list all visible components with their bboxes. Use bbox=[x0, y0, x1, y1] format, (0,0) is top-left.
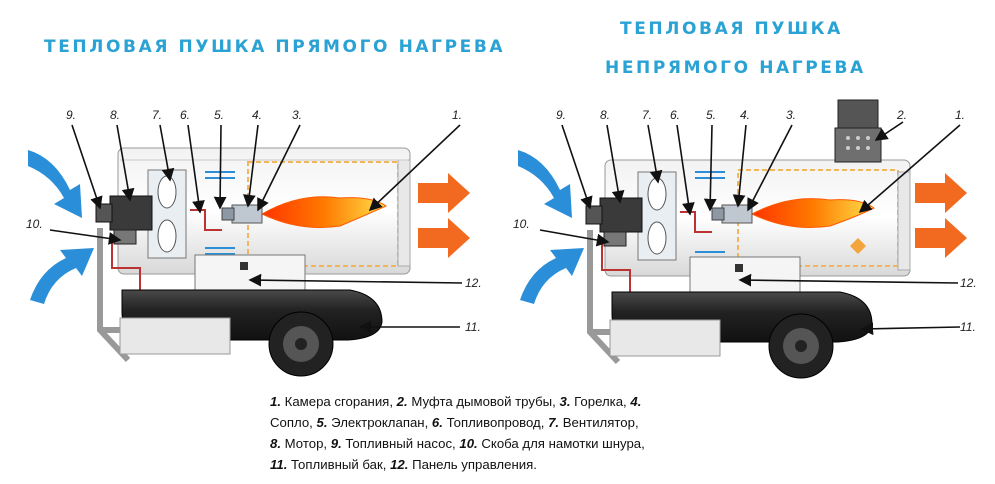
callout-right-11: 11. bbox=[960, 320, 976, 334]
air-intake-arrow bbox=[28, 150, 82, 218]
legend-text: Мотор, bbox=[281, 436, 331, 451]
legend-number: 6. bbox=[431, 415, 443, 430]
legend-text: Топливный насос, bbox=[341, 436, 460, 451]
indirect-heater bbox=[518, 99, 967, 379]
legend-line: Сопло, 5. Электроклапан, 6. Топливопрово… bbox=[270, 412, 730, 433]
hot-air-arrow bbox=[915, 218, 967, 258]
callout-left-4: 4. bbox=[252, 108, 262, 122]
legend-text: Камера сгорания, bbox=[281, 394, 397, 409]
legend-number: 4. bbox=[630, 394, 642, 409]
callout-right-7: 7. bbox=[642, 108, 652, 122]
callout-right-10: 10. bbox=[513, 217, 530, 231]
wheel-icon bbox=[268, 311, 334, 377]
legend-text: Электроклапан, bbox=[327, 415, 432, 430]
callout-right-5: 5. bbox=[706, 108, 716, 122]
legend-number: 9. bbox=[330, 436, 342, 451]
air-intake-arrow bbox=[520, 248, 584, 304]
legend-line: 8. Мотор, 9. Топливный насос, 10. Скоба … bbox=[270, 433, 730, 454]
legend-number: 5. bbox=[316, 415, 328, 430]
callout-right-2: 2. bbox=[896, 108, 907, 122]
legend-text: Вентилятор, bbox=[559, 415, 639, 430]
legend-text: Муфта дымовой трубы, bbox=[407, 394, 560, 409]
callout-left-8: 8. bbox=[110, 108, 120, 122]
legend-number: 8. bbox=[270, 436, 281, 451]
callout-left-6: 6. bbox=[180, 108, 190, 122]
wheel-icon bbox=[768, 313, 834, 379]
legend-text: Панель управления. bbox=[408, 457, 537, 472]
callouts-left: 9. 8. 7. 6. 5. 4. 3. 1. 10. 12. 11. bbox=[26, 108, 482, 334]
title-indirect-heating-line1: ТЕПЛОВАЯ ПУШКА bbox=[620, 19, 843, 39]
callout-left-9: 9. bbox=[66, 108, 76, 122]
air-intake-arrow bbox=[518, 150, 572, 218]
hot-air-arrow bbox=[418, 218, 470, 258]
callout-left-3: 3. bbox=[292, 108, 302, 122]
flame-icon bbox=[260, 196, 388, 228]
legend-text: Горелка, bbox=[570, 394, 631, 409]
hot-air-arrow bbox=[418, 173, 470, 213]
callout-right-4: 4. bbox=[740, 108, 750, 122]
callout-right-8: 8. bbox=[600, 108, 610, 122]
legend: 1. Камера сгорания, 2. Муфта дымовой тру… bbox=[270, 391, 730, 475]
air-intake-arrow bbox=[30, 248, 94, 304]
legend-line: 11. Топливный бак, 12. Панель управления… bbox=[270, 454, 730, 475]
legend-text: Скоба для намотки шнура, bbox=[477, 436, 645, 451]
callout-right-12: 12. bbox=[960, 276, 977, 290]
legend-text: Топливопровод, bbox=[442, 415, 549, 430]
flame-icon bbox=[750, 198, 875, 228]
callouts-right: 9. 8. 7. 6. 5. 4. 3. 2. 1. 10. 12. 11. bbox=[513, 108, 977, 334]
legend-number: 11. bbox=[270, 457, 288, 472]
callout-left-7: 7. bbox=[152, 108, 162, 122]
hot-air-arrow bbox=[915, 173, 967, 213]
legend-number: 2. bbox=[396, 394, 408, 409]
title-indirect-heating-line2: НЕПРЯМОГО НАГРЕВА bbox=[605, 58, 866, 78]
callout-right-9: 9. bbox=[556, 108, 566, 122]
callout-right-3: 3. bbox=[786, 108, 796, 122]
legend-text: Топливный бак, bbox=[287, 457, 391, 472]
direct-heater bbox=[28, 124, 470, 377]
legend-line: 1. Камера сгорания, 2. Муфта дымовой тру… bbox=[270, 391, 730, 412]
legend-number: 3. bbox=[559, 394, 571, 409]
chimney-icon bbox=[834, 99, 882, 163]
fan-icon bbox=[147, 169, 187, 259]
callout-left-1: 1. bbox=[452, 108, 462, 122]
legend-number: 7. bbox=[548, 415, 560, 430]
legend-text: Сопло, bbox=[270, 415, 317, 430]
legend-number: 1. bbox=[270, 394, 281, 409]
callout-left-11: 11. bbox=[465, 320, 481, 334]
callout-left-10: 10. bbox=[26, 217, 43, 231]
callout-left-5: 5. bbox=[214, 108, 224, 122]
legend-number: 12. bbox=[390, 457, 409, 472]
fan-icon bbox=[637, 171, 677, 261]
legend-number: 10. bbox=[459, 436, 478, 451]
callout-right-6: 6. bbox=[670, 108, 680, 122]
callout-right-1: 1. bbox=[955, 108, 965, 122]
title-direct-heating: ТЕПЛОВАЯ ПУШКА ПРЯМОГО НАГРЕВА bbox=[44, 37, 506, 57]
callout-left-12: 12. bbox=[465, 276, 482, 290]
